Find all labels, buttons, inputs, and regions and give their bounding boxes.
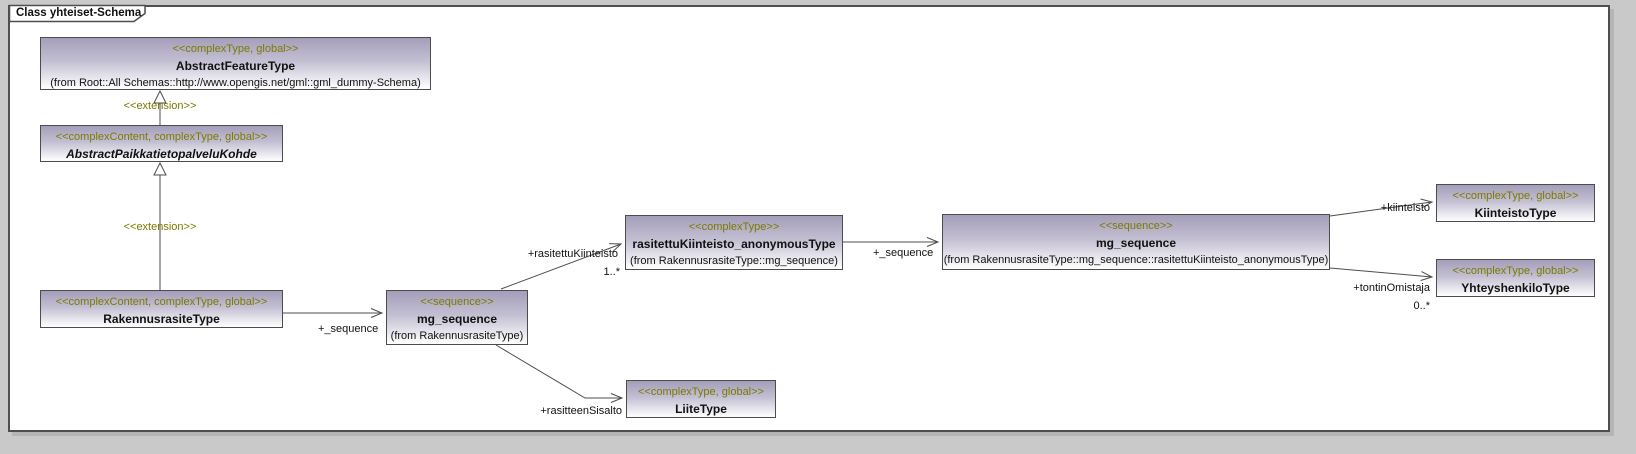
class-mg-sequence-inner[interactable]: <<sequence>> mg_sequence (from Rakennusr…: [942, 214, 1330, 270]
class-rakennusrasite-type[interactable]: <<complexContent, complexType, global>> …: [40, 290, 283, 328]
role-label-rasitteen-sisalto: +rasitteenSisalto: [540, 405, 622, 417]
class-name: YhteyshenkiloType: [1461, 281, 1570, 295]
class-from-path: (from Root::All Schemas::http://www.open…: [50, 77, 421, 89]
stereotype-label: <<complexContent, complexType, global>>: [55, 131, 268, 143]
class-abstract-feature-type[interactable]: <<complexType, global>> AbstractFeatureT…: [40, 37, 431, 90]
class-name: LiiteType: [675, 402, 727, 416]
frame-title: Class yhteiset-Schema: [16, 7, 142, 19]
extension-label-1: <<extension>>: [123, 100, 197, 112]
class-name: AbstractFeatureType: [175, 59, 296, 73]
role-label-rasitettu-kiinteisto: +rasitettuKiinteisto: [527, 248, 618, 260]
role-label-sequence-1: +_sequence: [318, 323, 379, 335]
stereotype-label: <<sequence>>: [1099, 220, 1173, 232]
class-name: AbstractPaikkatietopalveluKohde: [66, 147, 257, 161]
class-mg-sequence-outer[interactable]: <<sequence>> mg_sequence (from Rakennusr…: [386, 290, 528, 345]
multiplicity-rasitettu-kiinteisto: 1..*: [603, 266, 620, 278]
class-yhteyshenkilo-type[interactable]: <<complexType, global>> YhteyshenkiloTyp…: [1436, 259, 1595, 297]
role-label-tontin-omistaja: +tontinOmistaja: [1353, 282, 1430, 294]
assoc-rasitettu-kiinteisto[interactable]: [500, 243, 623, 290]
class-name: mg_sequence: [1095, 236, 1177, 250]
role-label-kiinteisto: +kiinteisto: [1380, 202, 1430, 214]
role-label-sequence-2: +_sequence: [873, 247, 934, 259]
class-name: rasitettuKiinteisto_anonymousType: [632, 237, 836, 251]
assoc-rasitteen-sisalto[interactable]: [495, 344, 624, 403]
class-from-path: (from RakennusrasiteType::mg_sequence::r…: [943, 254, 1329, 266]
extension-label-2: <<extension>>: [123, 221, 197, 233]
stereotype-label: <<complexType>>: [688, 221, 780, 233]
class-name: RakennusrasiteType: [103, 312, 220, 326]
stereotype-label: <<complexType, global>>: [638, 386, 764, 398]
assoc-tontin-omistaja[interactable]: [1329, 267, 1434, 281]
stereotype-label: <<complexType, global>>: [1452, 265, 1579, 277]
assoc-kiinteisto[interactable]: [1329, 198, 1434, 217]
extension-triangle-2: [153, 161, 167, 176]
stereotype-label: <<complexType, global>>: [1452, 190, 1579, 202]
class-rasitettu-kiinteisto-anonymous-type[interactable]: <<complexType>> rasitettuKiinteisto_anon…: [625, 215, 843, 270]
class-from-path: (from RakennusrasiteType::mg_sequence): [630, 255, 838, 267]
class-name: mg_sequence: [416, 312, 498, 326]
frame-tab: [8, 4, 146, 23]
extension-triangle-1: [153, 89, 167, 104]
class-from-path: (from RakennusrasiteType): [390, 330, 524, 342]
class-liite-type[interactable]: <<complexType, global>> LiiteType: [626, 380, 776, 418]
class-name: KiinteistoType: [1474, 206, 1557, 220]
stereotype-label: <<complexContent, complexType, global>>: [55, 296, 268, 308]
class-abstract-paikkatietopalvelu-kohde[interactable]: <<complexContent, complexType, global>> …: [40, 125, 283, 162]
multiplicity-tontin-omistaja: 0..*: [1413, 300, 1430, 312]
stereotype-label: <<sequence>>: [420, 296, 494, 308]
stereotype-label: <<complexType, global>>: [172, 43, 299, 55]
class-kiinteisto-type[interactable]: <<complexType, global>> KiinteistoType: [1436, 184, 1595, 222]
